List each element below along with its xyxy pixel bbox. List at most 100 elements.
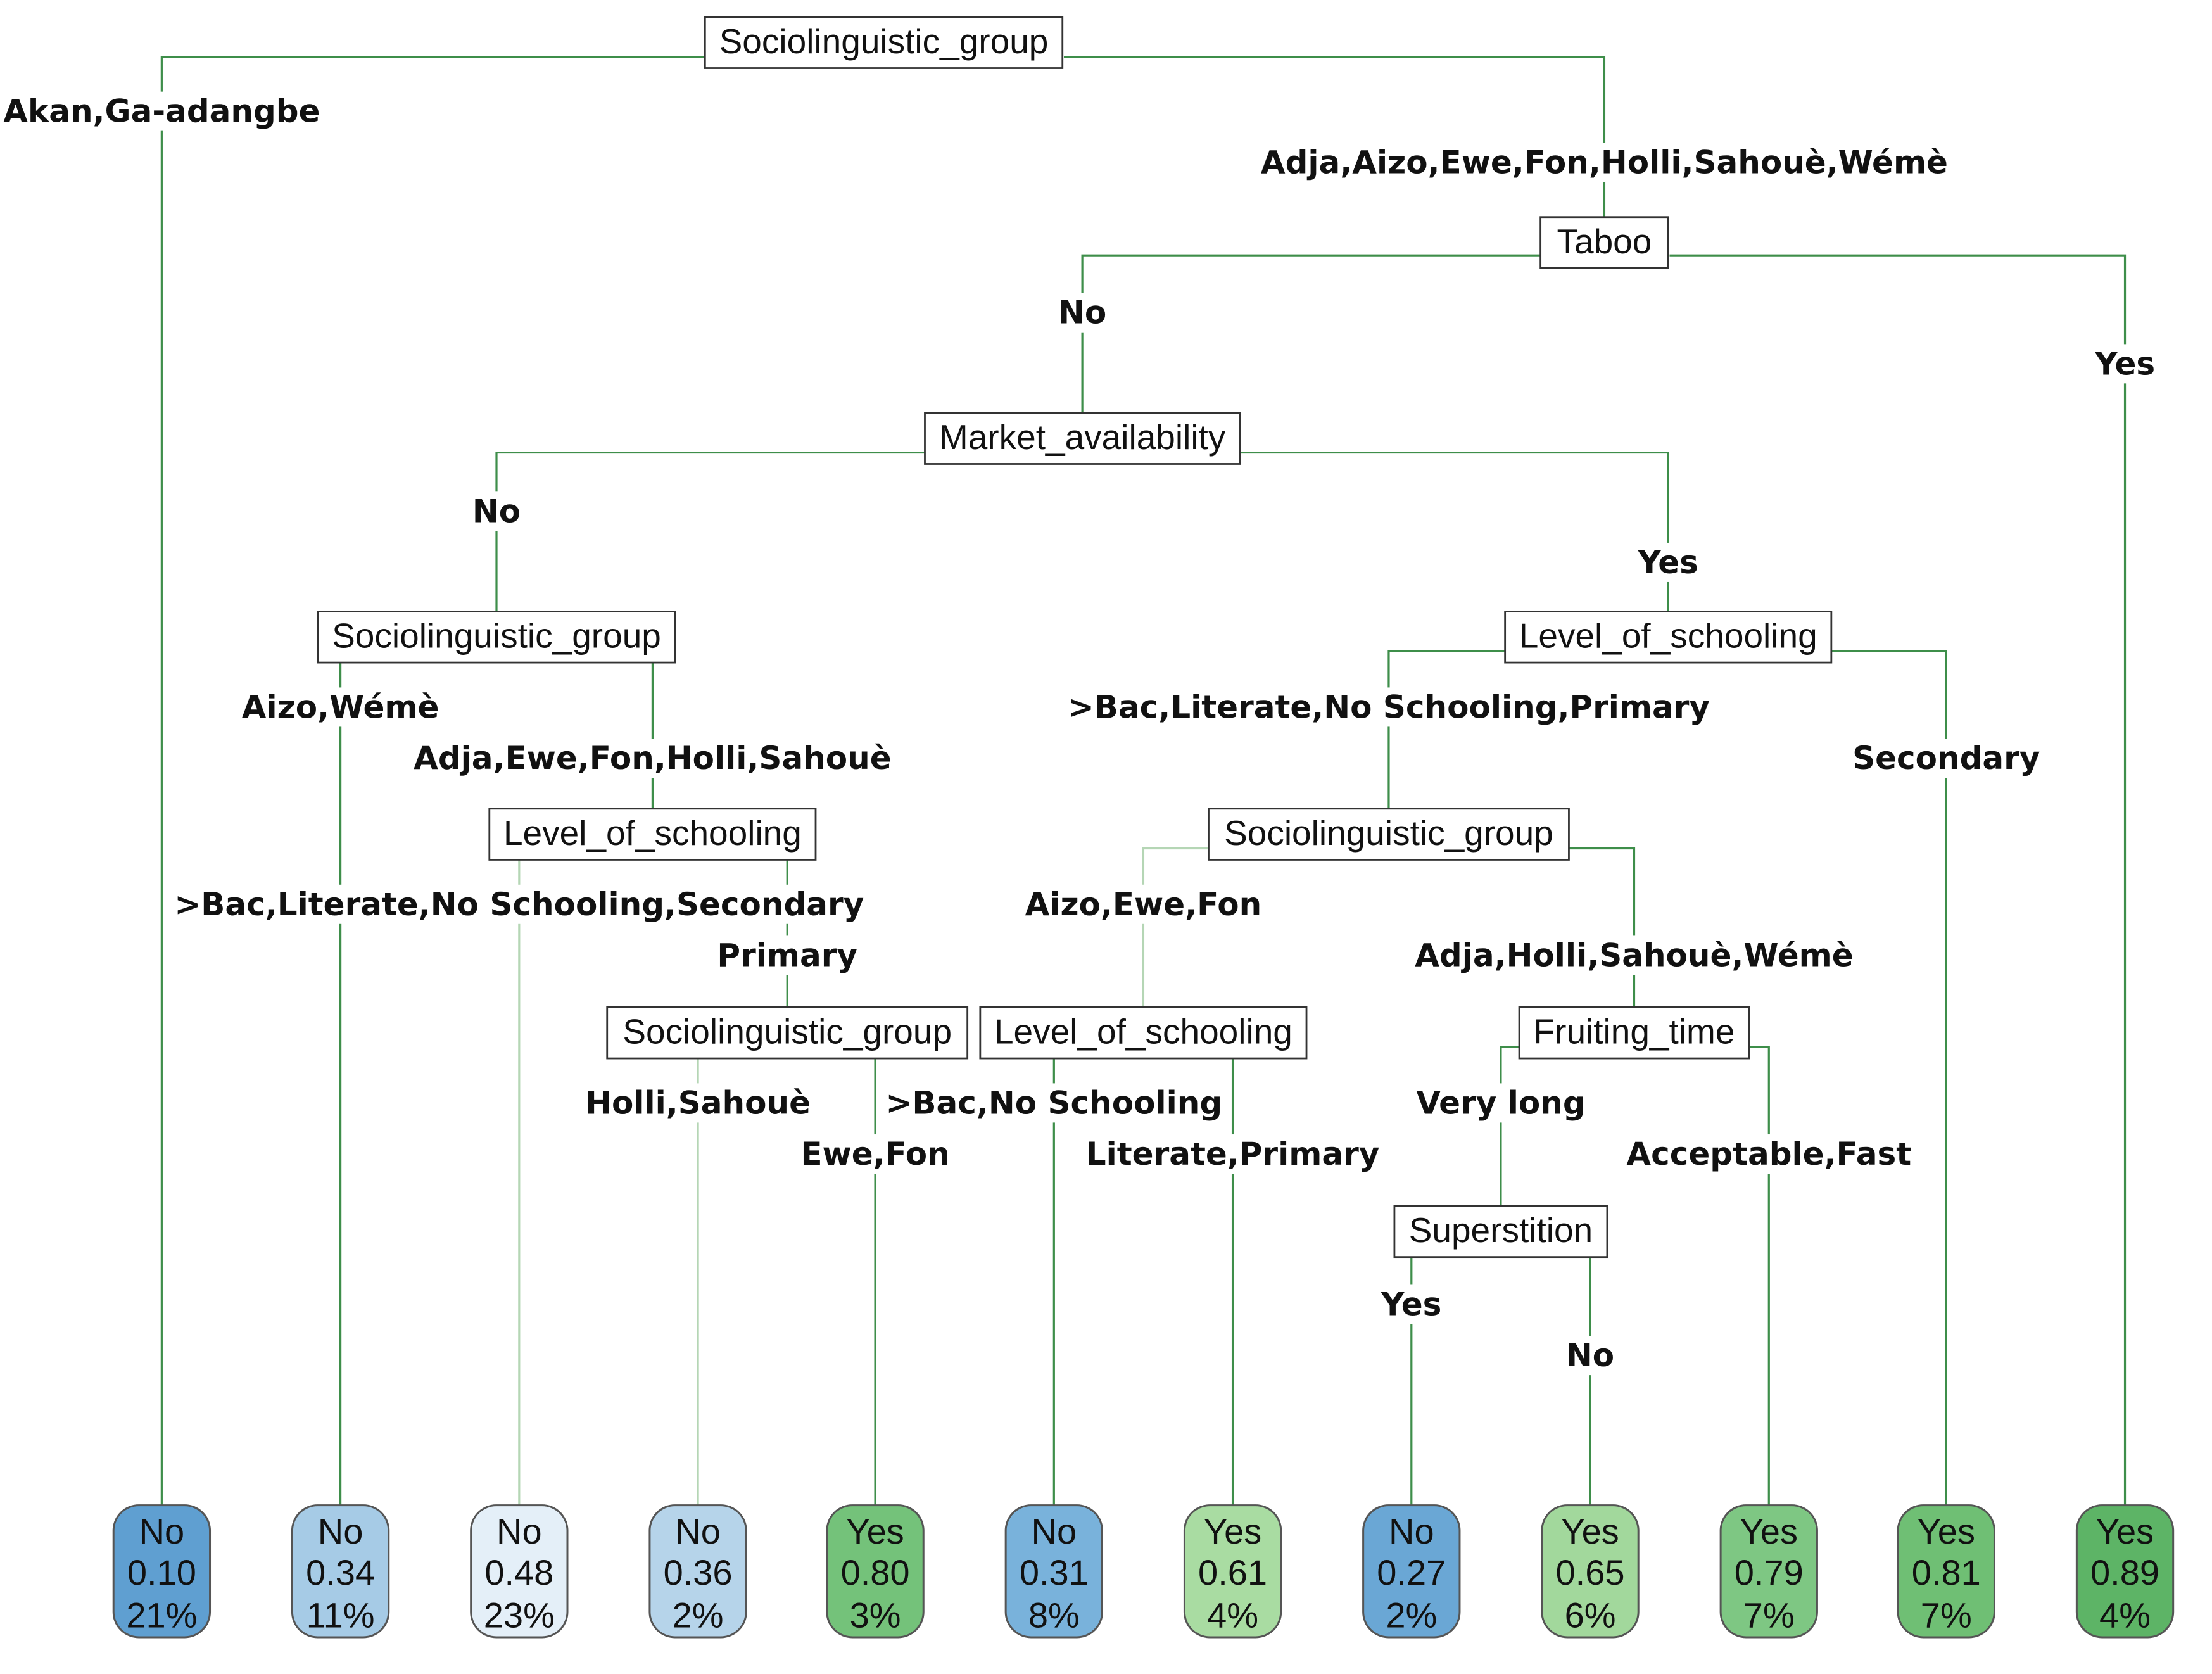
leaf-class: No	[1032, 1511, 1077, 1551]
edge-label: >Bac,Literate,No Schooling,Secondary	[174, 886, 864, 923]
tree-edge	[1831, 650, 1947, 1506]
split-label: Sociolinguistic_group	[719, 22, 1049, 61]
leaf-pct: 11%	[307, 1595, 375, 1635]
leaf-class: Yes	[1918, 1511, 1975, 1551]
leaf-class: No	[139, 1511, 185, 1551]
leaf-nodes: No0.1021%No0.3411%No0.4823%No0.362%Yes0.…	[112, 1504, 2175, 1639]
leaf-prob: 0.36	[664, 1552, 733, 1592]
split-label: Fruiting_time	[1534, 1012, 1735, 1051]
edge-label-background	[1633, 542, 1702, 582]
edge-label: Adja,Holli,Sahouè,Wémè	[1415, 937, 1853, 973]
edge-label-background	[1622, 1134, 1916, 1174]
leaf-prob: 0.80	[841, 1552, 910, 1592]
edge-label: >Bac,No Schooling	[886, 1084, 1223, 1121]
leaf-pct: 21%	[126, 1595, 197, 1635]
edge-label-background	[1377, 1284, 1446, 1324]
tree-edge	[1500, 1046, 1520, 1208]
leaf-prob: 0.31	[1020, 1552, 1089, 1592]
edge-label-background	[2090, 344, 2159, 384]
edge-label-background	[410, 739, 895, 778]
leaf-class: No	[675, 1511, 721, 1551]
leaf-prob: 0.89	[2090, 1552, 2159, 1592]
edge-label: Yes	[2094, 345, 2155, 382]
edge-label: Acceptable,Fast	[1626, 1136, 1911, 1172]
tree-edge	[495, 451, 925, 613]
leaf-node	[2075, 1504, 2175, 1639]
leaf-pct: 7%	[1921, 1595, 1972, 1635]
leaf-node	[1183, 1504, 1282, 1639]
leaf-node	[1541, 1504, 1640, 1639]
edge-label: No	[472, 493, 521, 529]
edge-label-background	[1562, 1336, 1619, 1376]
leaf-pct: 3%	[850, 1595, 901, 1635]
edge-label: Akan,Ga-adangbe	[3, 93, 320, 130]
leaf-prob: 0.61	[1198, 1552, 1267, 1592]
leaf-prob: 0.79	[1735, 1552, 1804, 1592]
split-node-socio-left	[317, 611, 676, 664]
tree-edge	[1142, 847, 1209, 1009]
edge-label-background	[713, 935, 861, 975]
edge-label-background	[1054, 293, 1111, 333]
split-label: Level_of_schooling	[503, 813, 802, 853]
edge-label-background	[1849, 739, 2044, 778]
split-node-taboo	[1539, 216, 1669, 269]
tree-edge	[1239, 451, 1669, 613]
split-node-school-left	[488, 808, 817, 861]
leaf-pct: 2%	[673, 1595, 724, 1635]
split-node-school-mid	[979, 1006, 1308, 1060]
tree-edge	[1064, 55, 1606, 217]
tree-edge	[160, 55, 705, 1506]
edge-label-background	[1063, 687, 1714, 727]
edge-labels: Akan,Ga-adangbeAdja,Aizo,Ewe,Fon,Holli,S…	[0, 91, 2159, 1376]
split-label: Sociolinguistic_group	[1224, 813, 1553, 853]
split-node-fruiting	[1518, 1006, 1750, 1060]
split-label: Sociolinguistic_group	[332, 616, 661, 656]
edge-label: >Bac,Literate,No Schooling,Primary	[1068, 688, 1710, 725]
leaf-class: Yes	[846, 1511, 904, 1551]
edge-label-background	[1021, 884, 1266, 924]
edge-label-background	[797, 1134, 954, 1174]
edge-label-background	[1412, 1083, 1589, 1123]
edge-label: Very long	[1416, 1084, 1585, 1121]
leaf-class: No	[496, 1511, 542, 1551]
leaf-node	[1004, 1504, 1103, 1639]
edge-label: No	[1566, 1337, 1614, 1374]
edge-label: Adja,Aizo,Ewe,Fon,Holli,Sahouè,Wémè	[1261, 144, 1948, 181]
leaf-class: Yes	[1204, 1511, 1261, 1551]
leaf-node	[648, 1504, 747, 1639]
edge-label-background	[882, 1083, 1227, 1123]
leaf-pct: 7%	[1743, 1595, 1795, 1635]
edge-label: Aizo,Wémè	[242, 688, 439, 725]
split-node-root	[704, 16, 1064, 69]
leaf-node	[470, 1504, 569, 1639]
leaf-prob: 0.34	[306, 1552, 375, 1592]
split-label: Market_availability	[939, 417, 1226, 457]
leaf-class: Yes	[1561, 1511, 1619, 1551]
edge-label: Primary	[717, 937, 857, 973]
split-node-school-right	[1504, 611, 1833, 664]
split-label: Level_of_schooling	[994, 1012, 1292, 1051]
leaf-node	[1897, 1504, 1995, 1639]
leaf-class: No	[318, 1511, 363, 1551]
split-nodes: Sociolinguistic_groupTabooMarket_availab…	[317, 16, 1833, 1259]
leaf-class: Yes	[2096, 1511, 2154, 1551]
edge-label-background	[170, 884, 868, 924]
tree-edge	[1081, 254, 1542, 415]
edge-label: Yes	[1381, 1286, 1441, 1322]
leaf-class: No	[1389, 1511, 1434, 1551]
edge-label: Holli,Sahouè	[585, 1084, 811, 1121]
edge-label-background	[1082, 1134, 1384, 1174]
split-label: Taboo	[1557, 222, 1652, 261]
tree-edge	[1387, 650, 1505, 811]
leaf-pct: 6%	[1565, 1595, 1616, 1635]
split-label: Superstition	[1409, 1210, 1593, 1250]
split-node-superstition	[1393, 1205, 1608, 1259]
edge-label-background	[468, 491, 525, 531]
edge-label: Adja,Ewe,Fon,Holli,Sahouè	[414, 740, 892, 777]
leaf-node	[112, 1504, 212, 1639]
edge-label-background	[1256, 143, 1952, 182]
edge-label: No	[1058, 295, 1106, 331]
split-node-socio-small	[606, 1006, 969, 1060]
leaf-node	[1362, 1504, 1461, 1639]
